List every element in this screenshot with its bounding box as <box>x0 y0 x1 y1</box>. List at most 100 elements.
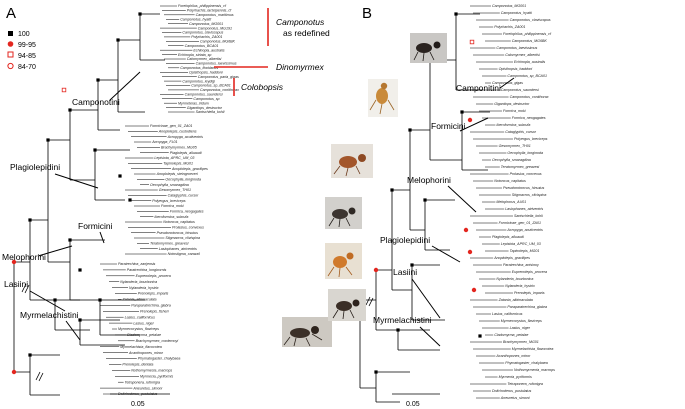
clade-label-plagiolepidini-a: Plagiolepidini <box>10 162 60 172</box>
tip-label: Cataglyphis_cursor <box>168 194 200 198</box>
tip-label: Camponotus_conithorax <box>200 88 239 92</box>
support-marker <box>78 268 82 272</box>
tip-label: Teratomyrmex_greavesi <box>150 242 189 246</box>
support-marker <box>78 318 82 322</box>
tip-label: Polyrhachis_ZA001 <box>494 25 525 29</box>
ant-photo-b-3 <box>331 144 373 178</box>
panel-a-support-markers <box>11 12 142 375</box>
tip-label: Anoplolepis_steingroeveri <box>156 172 198 176</box>
tip-label: Cataglyphis_cursor <box>505 130 537 134</box>
tip-label: Paratrechina_zanjensis <box>118 262 156 266</box>
panel-b-clade-labels: Camponitini Formicini Melophorini Plagio… <box>373 77 515 347</box>
support-marker <box>463 227 469 233</box>
clade-label-lasiini-b: Lasiini <box>393 267 417 277</box>
clade-arrow-b <box>459 117 489 132</box>
tip-label: Acropyga_acutiventris <box>167 135 204 139</box>
clade-arrow-a <box>29 290 66 312</box>
tip-label: Camponotus_gigas <box>492 81 523 85</box>
legend-marker-84-70 <box>7 62 14 70</box>
panel-b-tip-labels: Camponotus_MG001Camponotus_hyattiCampono… <box>492 4 555 400</box>
tip-label: Phymatogaster_chalybaea <box>505 361 548 365</box>
tip-label: Melophorus_AU01 <box>496 200 526 204</box>
tip-label: Euprenolepis_procera <box>512 270 547 274</box>
tip-label: Echinopla_australis <box>193 48 224 52</box>
tip-label: Paratrechina_antsinoy <box>503 263 539 267</box>
tip-label: Formica_neogagates <box>170 210 204 214</box>
tip-label: Acanthopones_minor <box>128 351 164 355</box>
tip-label: Acropyga_FL01 <box>151 140 177 144</box>
tip-label: Paraparatrechina_glabra <box>507 305 547 309</box>
ant-photo-b-5 <box>325 243 362 279</box>
tip-label: Phymatogaster_chalybaea <box>138 357 181 361</box>
support-marker <box>68 238 72 242</box>
tip-label: Polyergus_breviceps <box>152 199 186 203</box>
tip-label: Lasius_californicus <box>125 315 156 319</box>
ant-photo-b-6 <box>328 289 366 321</box>
panel-a-clade-labels: Camponotini Plagiolepidini Formicini Mel… <box>2 71 141 341</box>
tip-label: Opisthopsis_haddoni <box>189 70 223 74</box>
support-marker <box>408 128 412 132</box>
tip-label: Prolasius_convexus <box>172 226 204 230</box>
tip-label: Pseudonotoncus_hirsutus <box>503 186 545 190</box>
tip-label: Camponotus_paria_gigas <box>198 75 239 79</box>
tree-a-root <box>13 261 30 373</box>
panel-b-tip-branches <box>470 5 513 399</box>
tip-label: Lasiophanes_atriventris <box>159 247 197 251</box>
tip-label: Nylanderia_bourbonica <box>120 280 157 284</box>
tip-label: Zatania_albimaculata <box>498 298 533 302</box>
tree-b-node <box>429 59 462 161</box>
tip-label: Formica_moki <box>503 109 526 113</box>
tip-label: Plagiolepis_alluaudi <box>492 235 524 239</box>
panel-a-tree <box>13 13 165 396</box>
support-marker <box>373 267 379 273</box>
tip-label: Polyrhachis_ZA001 <box>191 35 222 39</box>
tip-label: Anoplolepis_custodiens <box>158 130 197 134</box>
clade-arrow-a <box>109 71 141 101</box>
tip-label: Lasius_niger <box>133 321 154 325</box>
tip-label: Tetraponera_rufonigra <box>507 382 542 386</box>
clade-arrow-b <box>411 278 441 319</box>
clade-label-myrmelachistini-a: Myrmelachistini <box>20 310 79 320</box>
support-marker <box>46 138 50 142</box>
support-marker <box>469 39 475 45</box>
tree-b-node <box>411 264 445 321</box>
colobopsis-label: Colobopsis <box>241 82 284 92</box>
tip-label: Santschiella_kohli <box>514 214 543 218</box>
tip-label: Zatania_albimaculata <box>121 298 156 302</box>
support-marker <box>128 198 132 202</box>
support-marker <box>410 263 414 267</box>
tip-label: Prolasius_convexus <box>510 172 542 176</box>
tip-label: Camponotus_saundersi <box>185 93 223 97</box>
tip-label: Brachymyrmex_MG01 <box>503 340 539 344</box>
tip-label: Nylanderia_hystrix <box>129 286 159 290</box>
tip-label: Pseudonotoncus_hirsutus <box>157 231 199 235</box>
tip-label: Camponotus_hyatti <box>501 11 532 15</box>
support-marker <box>390 188 394 192</box>
tree-a-node <box>117 39 145 113</box>
clade-arrow-a <box>65 320 81 341</box>
tip-label: Gigantiops_destructor <box>187 106 223 110</box>
support-marker <box>423 198 427 202</box>
tip-label: Nylanderia_bourbonica <box>496 277 533 281</box>
tip-label: Formica_neogagates <box>512 116 546 120</box>
legend-marker-99-95 <box>7 41 14 47</box>
clade-label-plagiolepidini-b: Plagiolepidini <box>380 235 430 245</box>
tip-label: Notostigma_carazzii <box>168 252 201 256</box>
tip-label: Formica_moki <box>161 204 184 208</box>
tip-label: Tetraponera_rufonigra <box>125 380 160 384</box>
tree-a-node <box>47 139 70 263</box>
tip-label: Camponotus_MG001 <box>189 22 223 26</box>
support-marker <box>396 328 400 332</box>
tip-label: Echinopla_australis <box>514 60 545 64</box>
tree-b-node <box>461 111 490 171</box>
support-marker <box>478 334 482 338</box>
tip-label: Formicinae_gen_01_ZA01 <box>499 221 541 225</box>
clade-label-camponotini-a: Camponotini <box>72 97 120 107</box>
tree-b-node <box>397 329 440 351</box>
panel-a-tip-labels: Forelophilus_philippinensis_cfPolyrhachi… <box>118 4 239 396</box>
legend-label-99-95: 99-95 <box>18 42 36 49</box>
tip-label: Camponotus_leydigi <box>182 79 215 83</box>
support-marker <box>68 108 72 112</box>
tip-label: Cladomyrma_petalae <box>127 333 161 337</box>
